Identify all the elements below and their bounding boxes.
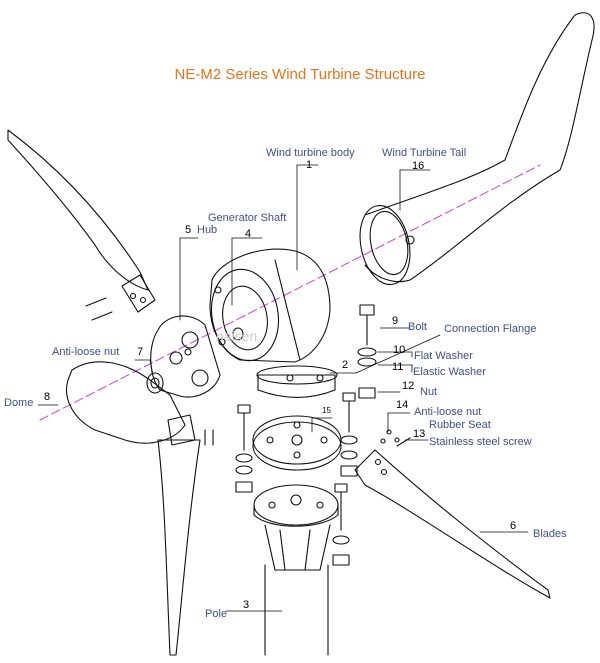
generator-body bbox=[209, 248, 331, 363]
connection-flange bbox=[256, 365, 338, 398]
number-2: 2 bbox=[342, 359, 349, 371]
turbine-axis-line bbox=[39, 164, 541, 421]
label-nut: Nut bbox=[420, 386, 438, 398]
dome bbox=[66, 361, 214, 446]
blade-right bbox=[354, 429, 551, 599]
number-12: 12 bbox=[402, 380, 415, 392]
fastener-stack-seat bbox=[340, 392, 358, 477]
label-dome: Dome bbox=[4, 397, 34, 409]
number-11: 11 bbox=[392, 361, 404, 373]
fastener-stack-flange bbox=[357, 304, 377, 399]
label-elastic-washer: Elastic Washer bbox=[413, 366, 486, 378]
hub bbox=[150, 315, 221, 398]
blade-upper-left bbox=[7, 129, 156, 321]
leader-lines bbox=[37, 164, 529, 612]
rubber-seat bbox=[252, 415, 342, 471]
label-anti-loose-nut-hub: Anti-loose nut bbox=[52, 346, 120, 358]
number-14: 14 bbox=[396, 399, 409, 411]
number-16: 16 bbox=[412, 160, 425, 172]
pole bbox=[253, 484, 339, 656]
number-3: 3 bbox=[243, 599, 250, 611]
wind-turbine-tail bbox=[359, 12, 595, 285]
label-generator-shaft: Generator Shaft bbox=[208, 212, 287, 224]
number-9: 9 bbox=[392, 315, 399, 327]
watermark: naisen bbox=[216, 328, 258, 344]
number-1: 1 bbox=[306, 159, 313, 171]
number-6: 6 bbox=[510, 520, 517, 532]
label-connection-flange: Connection Flange bbox=[444, 323, 537, 335]
fastener-stack-left bbox=[235, 404, 253, 493]
label-bolt: Bolt bbox=[408, 321, 427, 333]
label-wind-turbine-tail: Wind Turbine Tail bbox=[382, 147, 467, 159]
number-8: 8 bbox=[44, 391, 51, 403]
anti-loose-nut-hub bbox=[146, 372, 164, 394]
label-blades: Blades bbox=[533, 528, 567, 540]
number-4: 4 bbox=[245, 228, 252, 240]
number-10: 10 bbox=[393, 344, 406, 356]
number-7: 7 bbox=[137, 346, 144, 358]
number-13: 13 bbox=[413, 428, 426, 440]
label-hub: Hub bbox=[197, 224, 218, 236]
number-15: 15 bbox=[322, 406, 331, 415]
label-pole: Pole bbox=[205, 608, 228, 620]
diagram-title: NE-M2 Series Wind Turbine Structure bbox=[174, 66, 426, 83]
fastener-stack-pole bbox=[332, 483, 350, 566]
label-wind-turbine-body: Wind turbine body bbox=[266, 147, 355, 159]
label-rubber-seat: Rubber Seat bbox=[429, 419, 491, 431]
label-flat-washer: Flat Washer bbox=[414, 350, 473, 362]
label-stainless-steel-screw: Stainless steel screw bbox=[429, 436, 532, 448]
label-anti-loose-nut: Anti-loose nut bbox=[414, 406, 482, 418]
blade-lower bbox=[157, 439, 201, 656]
number-5: 5 bbox=[185, 224, 192, 236]
